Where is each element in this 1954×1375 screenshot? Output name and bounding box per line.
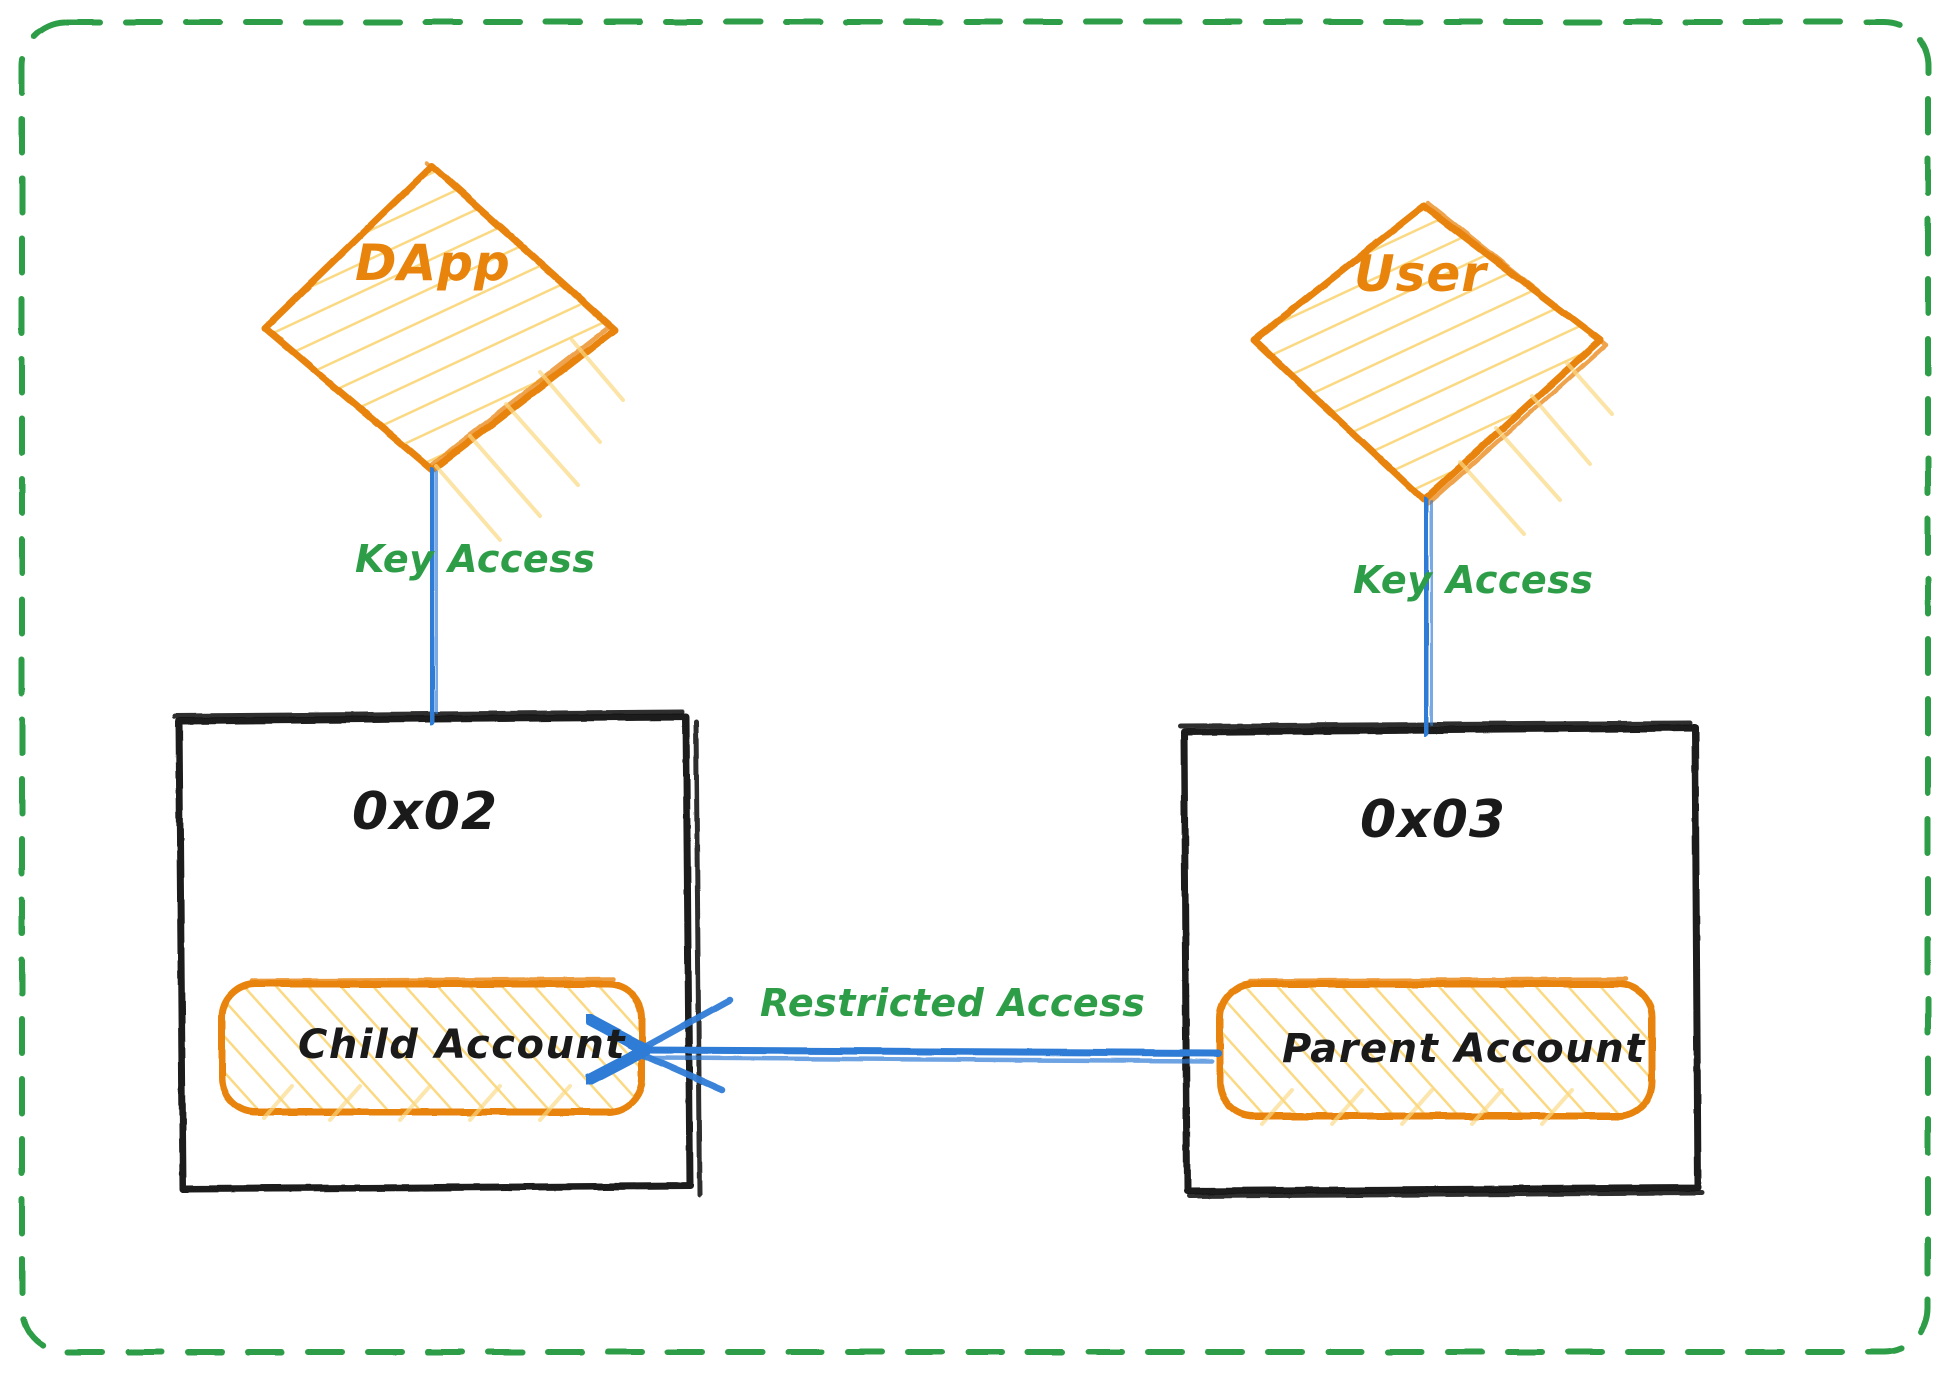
user-node-shape[interactable] <box>1250 200 1614 536</box>
parent-account-box-shape[interactable] <box>1177 720 1705 1199</box>
parent-account-pill-shape[interactable] <box>1216 976 1656 1126</box>
edge-dapp-to-child <box>427 466 439 726</box>
edge-user-to-parent <box>1421 496 1434 737</box>
child-account-pill-shape[interactable] <box>218 976 646 1122</box>
dapp-node-shape[interactable] <box>261 160 625 542</box>
edge-parent-to-child-restricted <box>636 996 1222 1094</box>
child-account-box-shape[interactable] <box>172 709 703 1198</box>
outer-dashed-container <box>19 19 1931 1355</box>
